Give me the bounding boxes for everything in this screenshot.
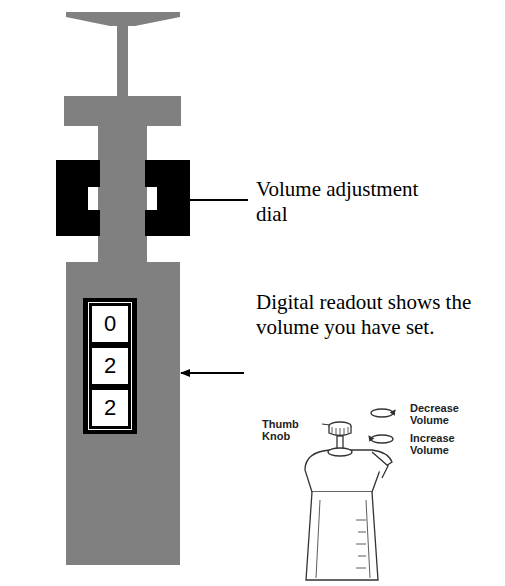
callout-label: Digital readout shows the volume you hav… bbox=[256, 290, 494, 340]
rotation-arrow bbox=[393, 410, 395, 413]
volume-dial bbox=[56, 160, 190, 236]
direction-label: Increase Volume bbox=[410, 432, 490, 456]
direction-label: Decrease Volume bbox=[410, 402, 490, 426]
readout-digit: 0 bbox=[104, 311, 116, 337]
readout-digit-cell: 2 bbox=[89, 345, 131, 387]
readout-digit: 2 bbox=[104, 395, 116, 421]
rotation-arrow bbox=[369, 436, 371, 439]
pipette-body bbox=[64, 12, 181, 565]
readout-digit-cell: 0 bbox=[89, 303, 131, 345]
leader-line bbox=[322, 424, 330, 425]
leader-arrow bbox=[181, 372, 244, 374]
readout-digit: 2 bbox=[104, 353, 116, 379]
part-label: Thumb Knob bbox=[262, 418, 324, 442]
readout-digit-cell: 2 bbox=[89, 387, 131, 429]
thumb-knob-pipette bbox=[305, 409, 393, 580]
leader-arrow bbox=[164, 199, 248, 201]
callout-label: Volume adjustment dial bbox=[256, 177, 446, 227]
